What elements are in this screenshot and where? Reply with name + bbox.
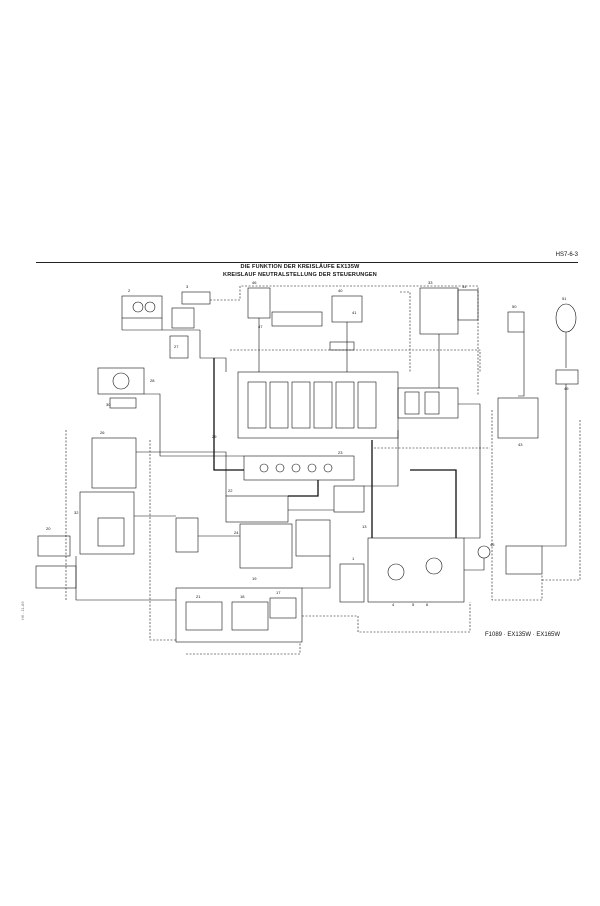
model-code: F1089 · EX135W · EX165W (485, 632, 561, 638)
svg-text:41: 41 (352, 310, 357, 315)
svg-text:28: 28 (150, 378, 155, 383)
diagram-subtitle: KREISLAUF NEUTRALSTELLUNG DER STEUERUNGE… (223, 272, 377, 278)
main-pressure-lines (213, 358, 457, 538)
svg-text:18: 18 (240, 594, 245, 599)
svg-text:20: 20 (46, 526, 51, 531)
pump-group-top-left (121, 291, 211, 359)
svg-text:6: 6 (426, 602, 429, 607)
svg-text:51: 51 (562, 296, 567, 301)
main-control-valve (237, 371, 459, 439)
svg-text:46: 46 (252, 280, 257, 285)
svg-text:34: 34 (462, 284, 467, 289)
svg-text:27: 27 (174, 344, 179, 349)
svg-text:23: 23 (338, 450, 343, 455)
pilot-lines (65, 285, 581, 655)
svg-text:5: 5 (412, 602, 415, 607)
center-pump-block (175, 485, 365, 569)
bottom-control-group (175, 587, 303, 643)
pilot-valves-top (247, 287, 479, 351)
svg-text:50: 50 (512, 304, 517, 309)
hydraulic-lines (75, 318, 567, 601)
svg-text:45: 45 (490, 542, 495, 547)
page-reference: HS7-6-3 (555, 252, 578, 258)
svg-text:21: 21 (196, 594, 201, 599)
svg-text:32: 32 (74, 510, 79, 515)
svg-text:17: 17 (276, 590, 281, 595)
secondary-valve-bank (243, 455, 355, 481)
svg-text:3: 3 (186, 284, 189, 289)
tank-pump-assembly (339, 537, 465, 603)
header-rule (36, 262, 578, 263)
svg-text:19: 19 (252, 576, 257, 581)
svg-text:49: 49 (564, 386, 569, 391)
svg-text:40: 40 (338, 288, 343, 293)
svg-text:24: 24 (234, 530, 239, 535)
svg-text:29: 29 (212, 434, 217, 439)
side-code: H6 - 11-89 (20, 601, 25, 620)
svg-text:26: 26 (100, 430, 105, 435)
right-cylinder-group (477, 303, 579, 575)
svg-text:43: 43 (518, 442, 523, 447)
left-valve-stack (35, 437, 137, 589)
component-labels: 2 3 27 28 30 46 47 40 41 33 34 50 51 49 … (46, 280, 569, 607)
svg-text:2: 2 (128, 288, 131, 293)
svg-text:1: 1 (352, 556, 355, 561)
svg-text:13: 13 (362, 524, 367, 529)
svg-text:4: 4 (392, 602, 395, 607)
diagram-title: DIE FUNKTION DER KREISLÄUFE EX135W (240, 264, 360, 270)
svg-text:47: 47 (258, 324, 263, 329)
svg-text:22: 22 (228, 488, 233, 493)
swing-motor-block (97, 367, 145, 409)
svg-text:30: 30 (106, 402, 111, 407)
svg-text:33: 33 (428, 280, 433, 285)
